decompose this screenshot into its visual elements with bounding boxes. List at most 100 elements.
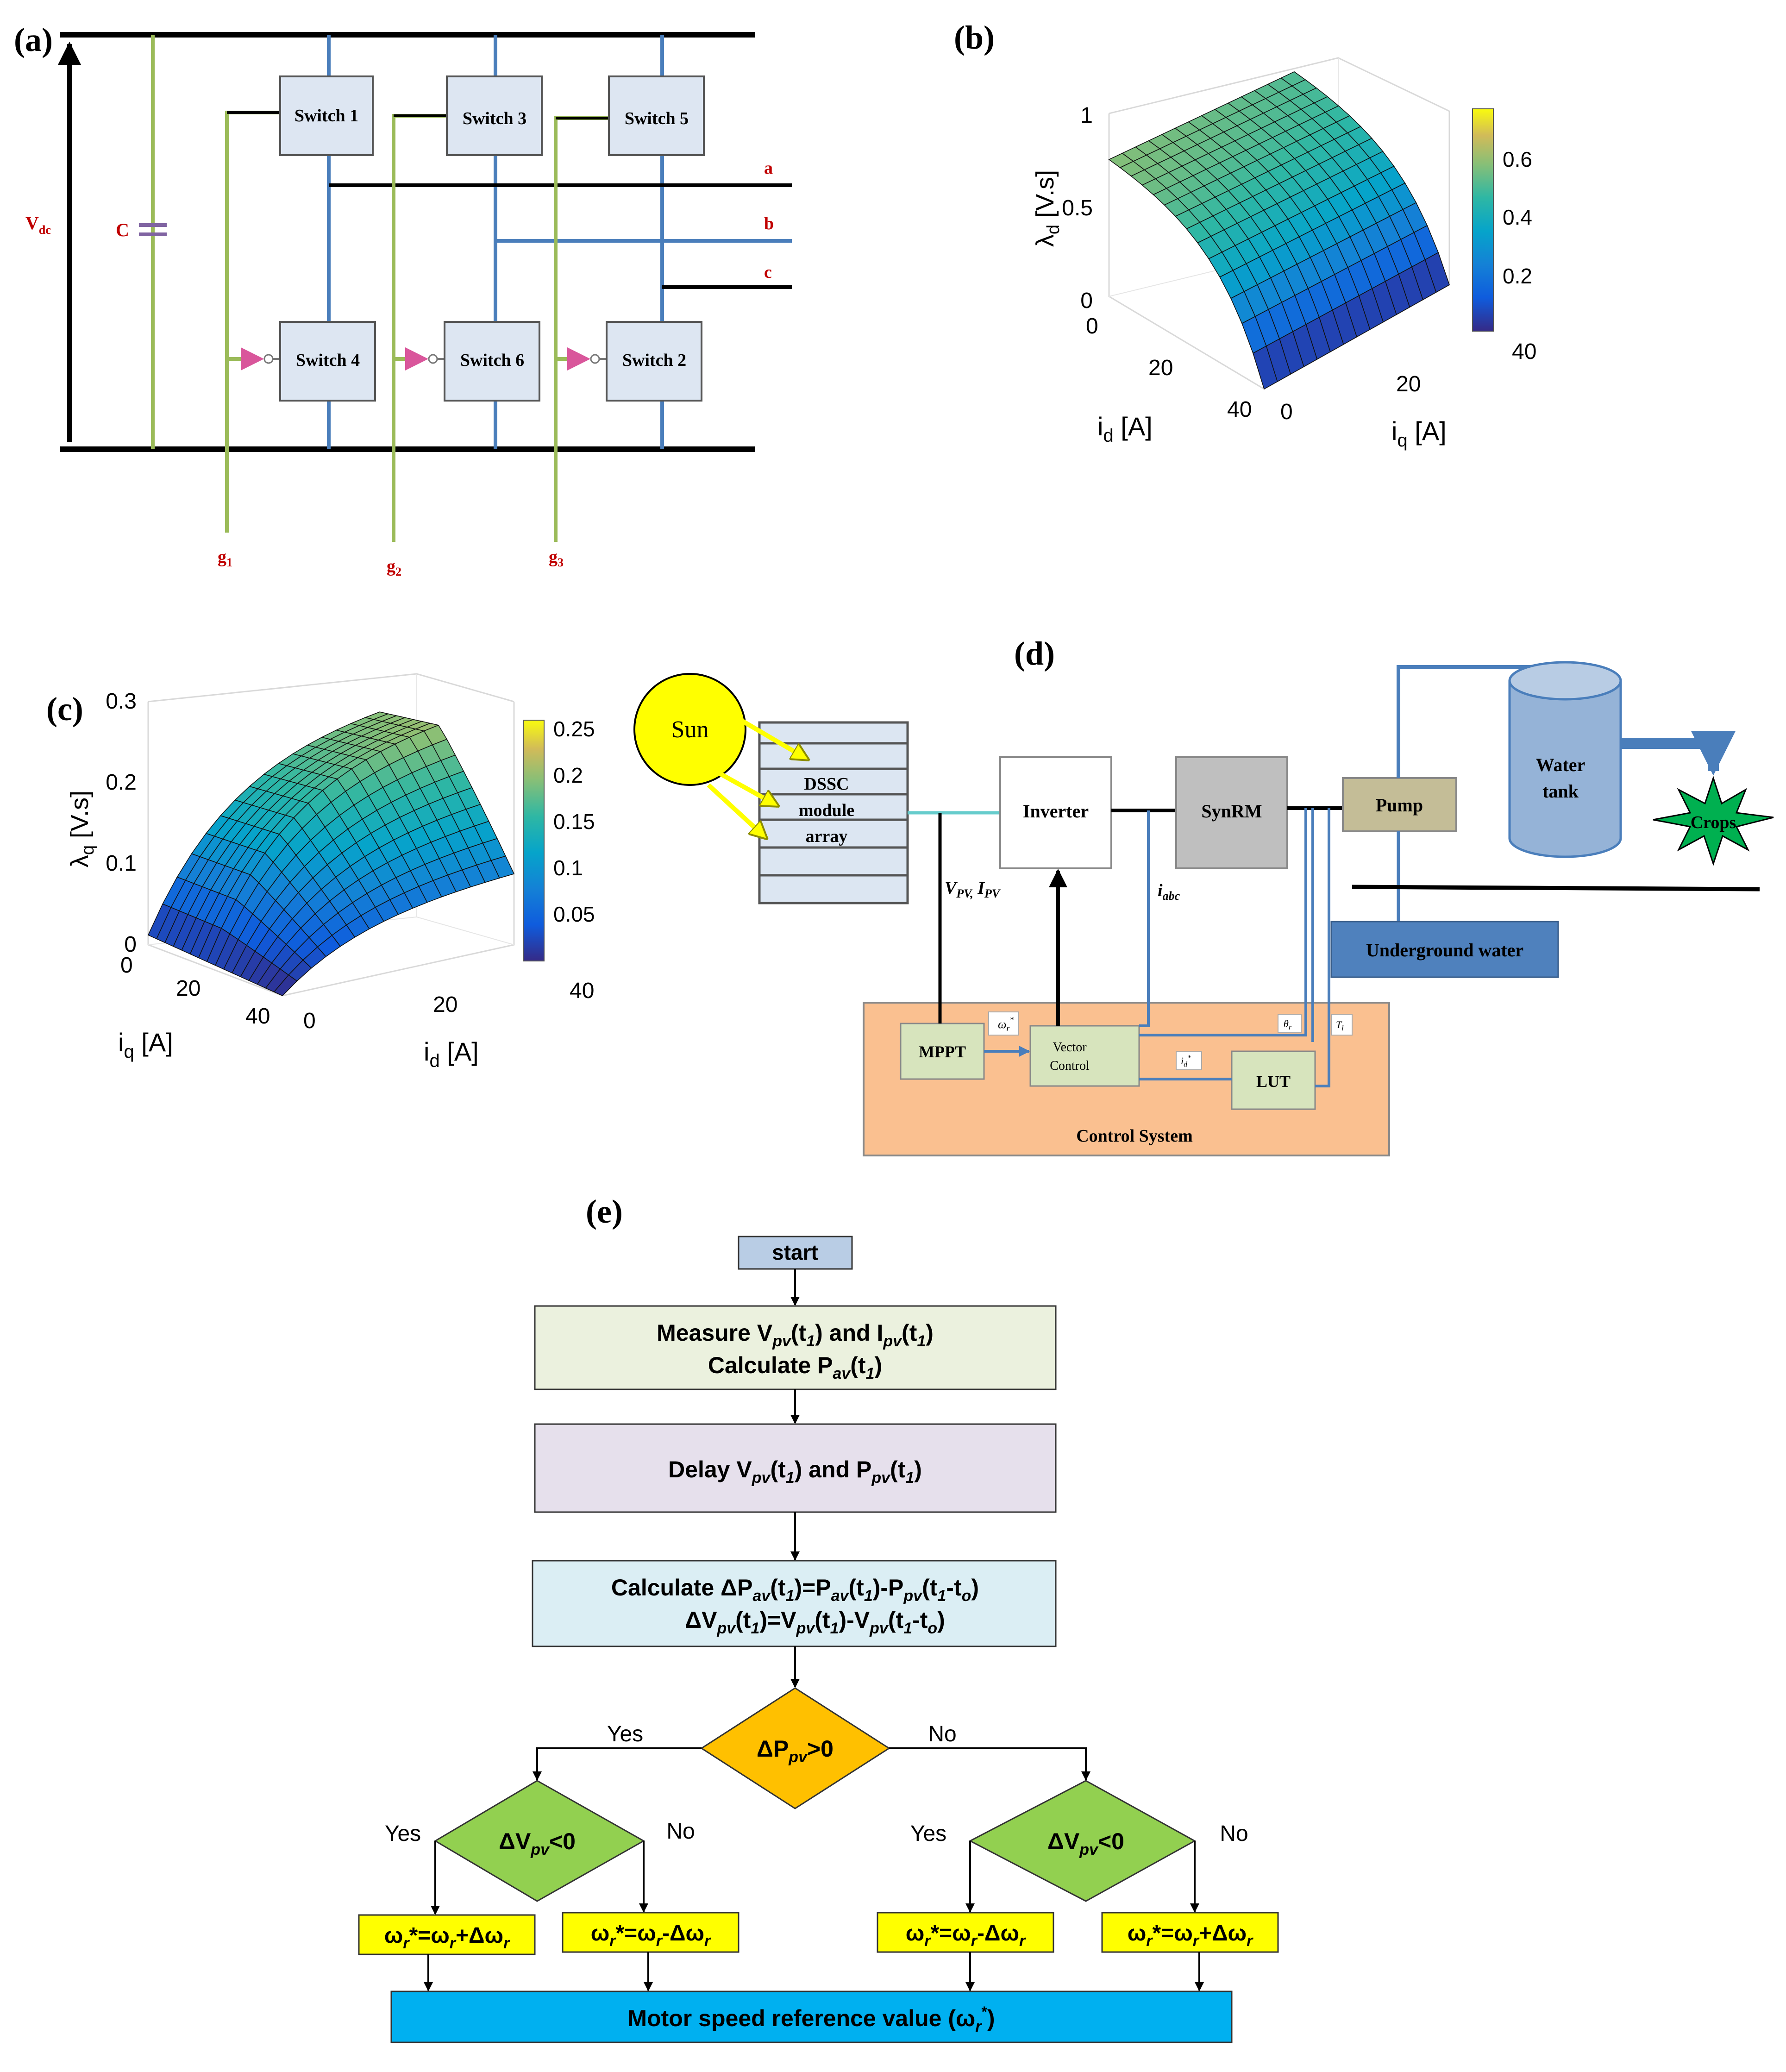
- vector-control-label: Vector: [1053, 1040, 1087, 1055]
- switch-1: Switch 1: [279, 75, 374, 156]
- z-tick: 0.1: [106, 851, 137, 876]
- control-system-label: Control System: [1076, 1126, 1193, 1146]
- iabc-wire: [1139, 810, 1150, 1027]
- svg-text:θr: θr: [1284, 1018, 1292, 1031]
- switch-6: Switch 6: [444, 321, 540, 402]
- sun-label: Sun: [671, 716, 709, 743]
- ground-line: [1352, 885, 1760, 892]
- gate-1-label: g1: [218, 547, 232, 569]
- gate-3-wire: [554, 116, 609, 542]
- y-tick: 40: [570, 979, 594, 1003]
- synrm-block: [1175, 756, 1288, 869]
- sun-ray: [714, 769, 778, 808]
- tank-label: Water: [1536, 754, 1585, 775]
- panel-a-inverter: (a) Vdc C a b c: [14, 21, 792, 578]
- yes-label: Yes: [607, 1722, 643, 1746]
- capacitor-plate-1: [139, 223, 167, 227]
- vpv-ipv-label: VPV, IPV: [945, 879, 1001, 900]
- output-text: ωr*=ωr+Δωr: [1128, 1921, 1253, 1950]
- z-tick: 0.5: [1062, 196, 1093, 220]
- start-box: [738, 1236, 853, 1270]
- theta-wire: [1139, 808, 1307, 1036]
- underground-water-block: [1330, 921, 1559, 978]
- decision-delta-v-text: ΔVpv<0: [1047, 1828, 1124, 1859]
- branch-no: [889, 1747, 1090, 1781]
- z-axis-label: λd [V.s]: [1031, 170, 1063, 247]
- sun-icon: [633, 673, 746, 786]
- colorbar-tick: 0.05: [553, 902, 595, 926]
- decision-delta-v-right: [968, 1780, 1197, 1902]
- capacitor-label: C: [116, 220, 129, 240]
- tl-wire: [1315, 808, 1330, 1087]
- colorbar-tick: 0.4: [1503, 205, 1532, 229]
- water-tank-icon: [1508, 661, 1622, 858]
- svg-text:id*: id*: [1181, 1054, 1191, 1068]
- tl-label: Tl: [1331, 1014, 1353, 1036]
- panel-label-c: (c): [46, 691, 83, 728]
- delta-p-text: Calculate ΔPav(t1)=Pav(t1)-Ppv(t1-to): [611, 1575, 979, 1605]
- x-tick: 40: [245, 1004, 270, 1029]
- gate-2-label: g2: [387, 557, 401, 578]
- phase-b-label: b: [764, 214, 774, 233]
- y-tick: 20: [433, 992, 457, 1017]
- x-tick: 20: [1148, 356, 1173, 380]
- panel-label-b: (b): [954, 19, 995, 56]
- x-axis-label: iq [A]: [118, 1028, 173, 1062]
- synrm-label: SynRM: [1201, 801, 1262, 822]
- vector-control-block: [1029, 1025, 1140, 1087]
- inverter-block: [999, 756, 1112, 869]
- y-axis-label: id [A]: [424, 1037, 479, 1071]
- wr-ref-label: ωr*: [988, 1011, 1019, 1036]
- y-tick: 0: [303, 1009, 316, 1033]
- svg-text:Switch 5: Switch 5: [625, 109, 689, 128]
- colorbar-tick: 0.25: [553, 717, 595, 741]
- not-gate-icon: [405, 347, 445, 370]
- gate-1-wire: [225, 111, 282, 533]
- pv-label: module: [799, 801, 854, 820]
- measure-box: [534, 1305, 1057, 1390]
- motor-speed-reference-box: [390, 1990, 1233, 2043]
- decision-delta-v-left: [434, 1780, 645, 1902]
- panel-b-lambda-d-surface: (b) 1 0.5 0 λd [V.s] 0 20 40 id [A] 0 20…: [954, 19, 1536, 451]
- x-tick: 0: [1086, 314, 1098, 339]
- pv-row-lines: [759, 742, 908, 877]
- calculate-delta-box: [532, 1560, 1057, 1647]
- id-ref-label: id*: [1176, 1051, 1202, 1070]
- no-label: No: [1220, 1821, 1248, 1846]
- output-box-2: [562, 1912, 739, 1953]
- mppt-block: [900, 1023, 985, 1080]
- delay-text: Delay Vpv(t1) and Ppv(t1): [668, 1457, 922, 1487]
- svg-text:Switch 3: Switch 3: [463, 109, 526, 128]
- output-text: ωr*=ωr-Δωr: [906, 1921, 1026, 1950]
- panel-label-a: (a): [14, 21, 53, 58]
- colorbar-tick: 0.1: [553, 856, 583, 880]
- yes-label: Yes: [385, 1821, 421, 1846]
- colorbar-tick: 0.15: [553, 810, 595, 834]
- phase-a-label: a: [764, 158, 773, 178]
- phase-c-label: c: [764, 263, 772, 282]
- iabc-label: iabc: [1158, 881, 1180, 903]
- svg-text:Switch 6: Switch 6: [460, 351, 524, 370]
- output-box-3: [877, 1912, 1054, 1953]
- output-box-4: [1101, 1912, 1279, 1953]
- output-box-1: [358, 1914, 536, 1955]
- tank-to-crops-pipe: [1621, 731, 1736, 776]
- calculate-pav-text: Calculate Pav(t1): [708, 1352, 882, 1382]
- x-tick: 0: [120, 953, 133, 978]
- x-axis-label: id [A]: [1097, 412, 1153, 446]
- svg-text:Switch 4: Switch 4: [296, 351, 360, 370]
- panel-c-lambda-q-surface: (c) 0.3 0.2 0.1 0 λq [V.s] 0 20 40 iq [A…: [46, 673, 595, 1071]
- motor-speed-reference-text: Motor speed reference value (ωr*): [627, 2003, 995, 2035]
- crops-label: Crops: [1691, 813, 1736, 832]
- z-axis-label: λq [V.s]: [66, 791, 98, 867]
- sun-ray: [707, 783, 766, 838]
- no-label: No: [666, 1819, 695, 1844]
- decision-delta-p: [700, 1687, 890, 1809]
- panel-d-system: (d) Sun DSSC module array Inverter SynRM…: [633, 635, 1774, 1156]
- no-label: No: [928, 1722, 956, 1746]
- colorbar-tick: 0.2: [553, 763, 583, 787]
- crops-icon: [1653, 776, 1774, 866]
- decision-delta-v-text: ΔVpv<0: [499, 1828, 576, 1859]
- colorbar-tick: 0.2: [1503, 264, 1532, 288]
- surface-mesh: [1108, 71, 1450, 390]
